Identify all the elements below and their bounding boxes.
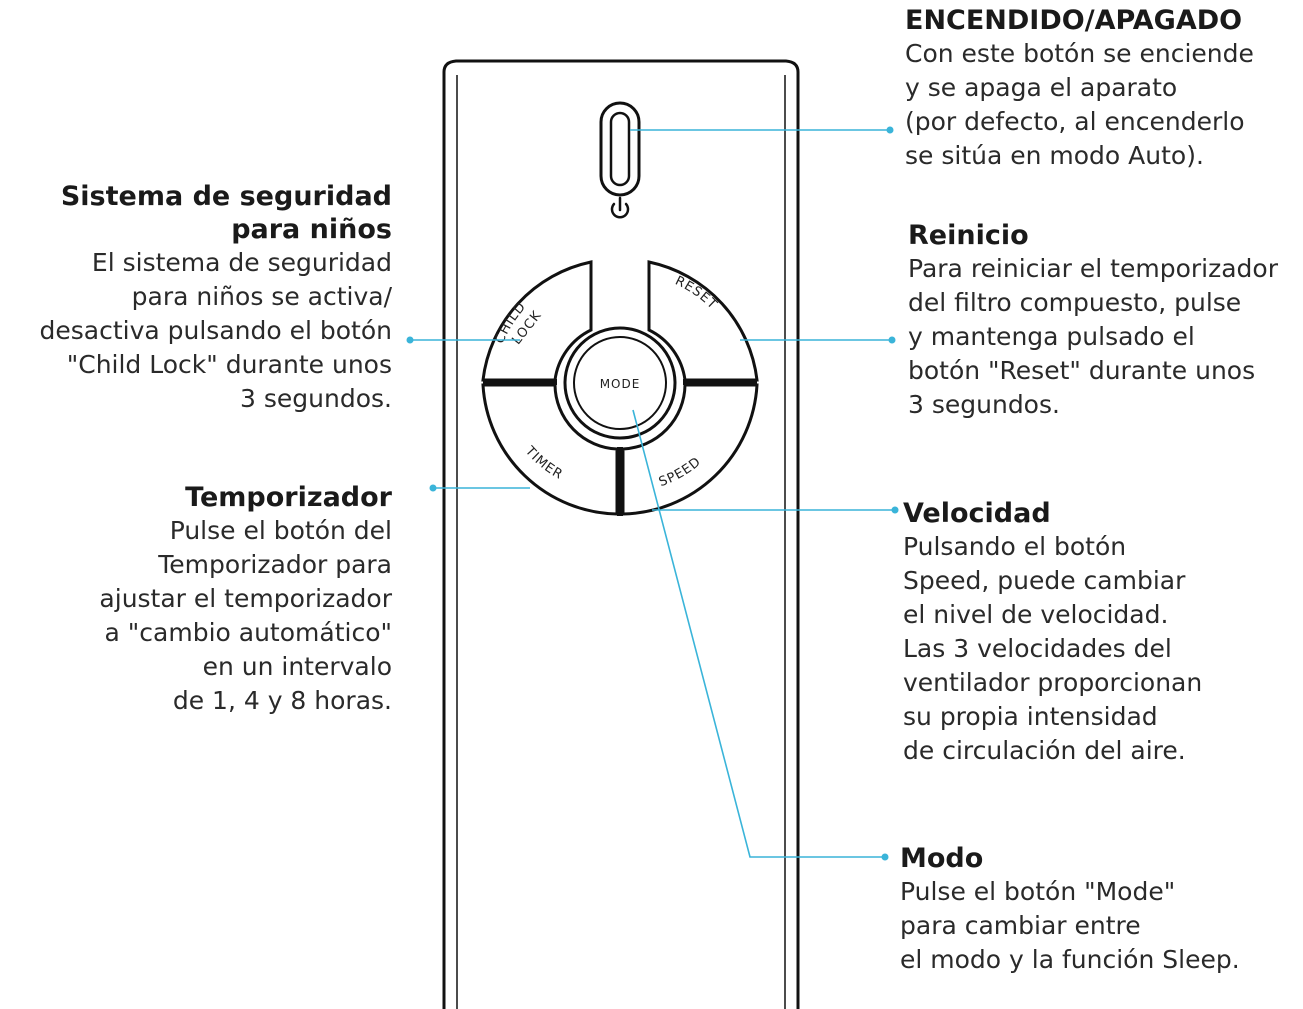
child-lock-leader-dot: [406, 336, 414, 344]
callout-mode-text: Pulse el botón "Mode" para cambiar entre…: [900, 877, 1240, 974]
callout-speed-text: Pulsando el botón Speed, puede cambiar e…: [903, 532, 1203, 765]
callout-power: ENCENDIDO/APAGADO Con este botón se enci…: [905, 4, 1300, 173]
mode-label: MODE: [600, 377, 641, 391]
power-button[interactable]: [599, 101, 641, 197]
callout-power-text: Con este botón se enciende y se apaga el…: [905, 39, 1254, 170]
callout-speed: Velocidad Pulsando el botón Speed, puede…: [903, 497, 1298, 768]
leader-lines: [406, 126, 899, 861]
speed-leader-dot: [891, 506, 899, 514]
mode-leader-dot: [881, 853, 889, 861]
callout-child-lock-text: El sistema de seguridad para niños se ac…: [39, 248, 393, 413]
power-leader-dot: [886, 126, 894, 134]
callout-power-title: ENCENDIDO/APAGADO: [905, 5, 1243, 36]
callout-mode-title: Modo: [900, 843, 984, 874]
mode-button[interactable]: [563, 326, 677, 440]
callout-child-lock: Sistema de seguridad para niños El siste…: [0, 180, 393, 416]
speed-button[interactable]: [621, 383, 759, 516]
callout-reset-text: Para reiniciar el temporizador del filtr…: [908, 254, 1278, 419]
power-icon: [610, 196, 630, 219]
callout-timer: Temporizador Pulse el botón del Temporiz…: [0, 481, 392, 718]
remote-body: [442, 59, 800, 1009]
callout-timer-text: Pulse el botón del Temporizador para aju…: [99, 516, 392, 715]
callout-speed-title: Velocidad: [903, 498, 1051, 529]
mode-leader-line: [632, 409, 885, 858]
callout-reset: Reinicio Para reiniciar el temporizador …: [908, 219, 1300, 422]
timer-button[interactable]: [481, 383, 619, 516]
control-pad: [481, 260, 759, 516]
reset-leader-dot: [888, 336, 896, 344]
callout-mode: Modo Pulse el botón "Mode" para cambiar …: [900, 842, 1300, 977]
callout-reset-title: Reinicio: [908, 220, 1029, 251]
reset-button[interactable]: [647, 260, 759, 382]
timer-leader-dot: [429, 484, 437, 492]
child-lock-button[interactable]: [481, 260, 593, 382]
callout-timer-title: Temporizador: [185, 482, 392, 513]
callout-child-lock-title: Sistema de seguridad para niños: [60, 181, 392, 245]
